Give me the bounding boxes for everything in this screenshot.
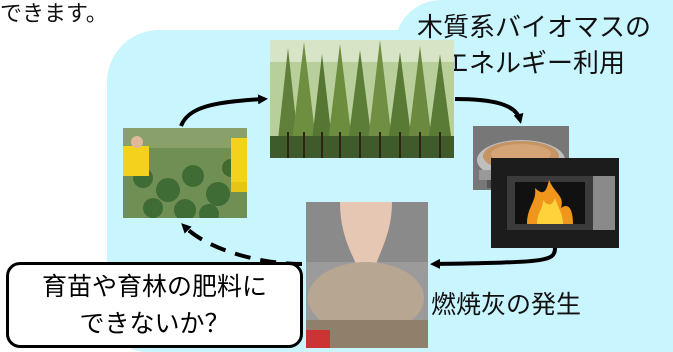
arrow-forest-to-chips (454, 97, 524, 124)
title-text: 木質系バイオマスの エネルギー利用 (416, 13, 651, 79)
seedling-photo (123, 128, 247, 218)
boiler-fire-photo (491, 158, 619, 248)
arrow-fire-to-ash (430, 247, 557, 269)
diagram-title: 木質系バイオマスの エネルギー利用 (395, 10, 673, 82)
truncated-top-text: できます。 (0, 2, 108, 27)
question-callout: 育苗や育林の肥料に できないか？ (6, 262, 303, 348)
ash-photo (306, 202, 428, 348)
forest-photo (270, 40, 454, 158)
arrow-seedling-to-forest (179, 94, 268, 127)
question-text: 育苗や育林の肥料に できないか？ (41, 272, 267, 338)
ash-generation-label: 燃焼灰の発生 (431, 290, 582, 319)
arrow-ash-to-seedling (181, 223, 303, 266)
